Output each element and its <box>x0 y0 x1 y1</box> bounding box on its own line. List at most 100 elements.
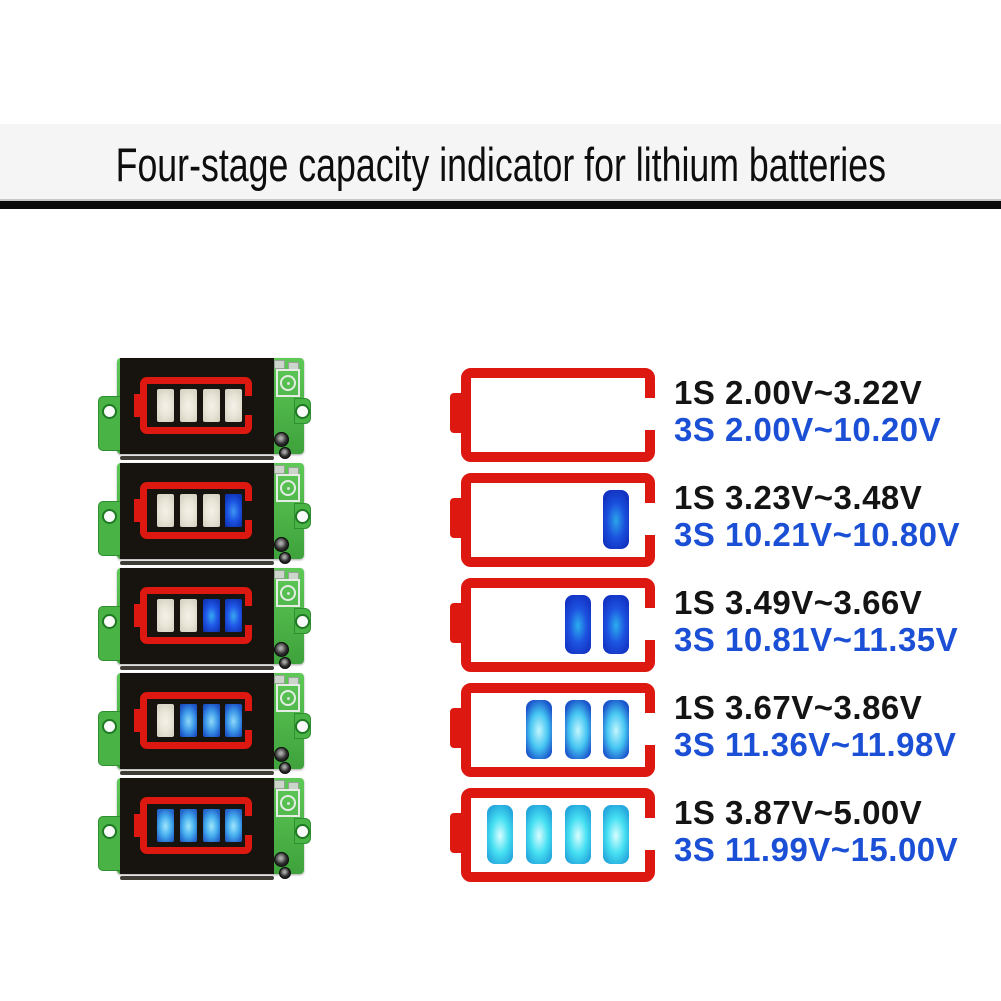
battery-terminal-icon <box>134 604 141 627</box>
solder-pad <box>274 780 285 789</box>
mode-button <box>276 474 300 502</box>
battery-outline-opening <box>244 396 253 415</box>
battery-segment-lit <box>603 700 629 759</box>
battery-terminal-icon <box>450 498 463 538</box>
battery-segment-unlit <box>225 389 242 422</box>
button-cap-icon <box>280 585 296 601</box>
battery-outline-icon <box>134 692 253 749</box>
battery-segment-lit <box>203 809 220 842</box>
battery-segment-lit <box>225 704 242 737</box>
battery-segment-lit <box>203 704 220 737</box>
battery-segment-lit <box>487 805 513 864</box>
pcb-module-photo <box>98 777 311 881</box>
battery-segment-unlit <box>180 389 197 422</box>
battery-terminal-icon <box>134 814 141 837</box>
mounting-hole-icon <box>295 404 310 419</box>
battery-outline-icon <box>134 482 253 539</box>
battery-outline-opening <box>644 713 656 745</box>
mounting-tab-left <box>98 606 121 661</box>
battery-segment-unlit <box>157 704 174 737</box>
voltage-labels: 1S 3.49V~3.66V 3S 10.81V~11.35V <box>674 584 994 658</box>
mounting-tab-left <box>98 501 121 556</box>
voltage-1s-label: 1S 3.87V~5.00V <box>674 794 923 831</box>
battery-terminal-icon <box>134 499 141 522</box>
mounting-hole-icon <box>295 824 310 839</box>
solder-joint-icon <box>274 432 289 447</box>
battery-segment-lit <box>225 809 242 842</box>
solder-pad <box>274 360 285 369</box>
battery-terminal-icon <box>134 709 141 732</box>
battery-segment-lit <box>603 595 629 654</box>
mounting-tab-right <box>294 398 311 424</box>
voltage-1s-label: 1S 3.67V~3.86V <box>674 689 923 726</box>
mounting-tab-left <box>98 711 121 766</box>
battery-stage-diagram <box>450 368 656 462</box>
voltage-3s-label: 3S 10.21V~10.80V <box>674 516 960 553</box>
voltage-3s-label: 3S 10.81V~11.35V <box>674 621 959 658</box>
battery-segment-unlit <box>180 599 197 632</box>
solder-joint-icon <box>274 747 289 762</box>
solder-joint-icon <box>279 657 291 669</box>
battery-segment-unlit <box>203 389 220 422</box>
battery-outline-opening <box>244 501 253 520</box>
voltage-1s-label: 1S 3.23V~3.48V <box>674 479 923 516</box>
battery-segment-lit <box>157 809 174 842</box>
solder-joint-icon <box>279 552 291 564</box>
battery-segment-unlit <box>157 494 174 527</box>
button-dot-icon <box>286 381 290 385</box>
battery-outline-opening <box>244 606 253 625</box>
photo-shadow <box>120 666 274 670</box>
voltage-3s-label: 3S 11.36V~11.98V <box>674 726 957 763</box>
solder-pad <box>274 570 285 579</box>
pcb-module-photo <box>98 462 311 566</box>
battery-terminal-icon <box>134 394 141 417</box>
battery-outline-icon <box>134 377 253 434</box>
battery-segment-lit <box>526 700 552 759</box>
battery-outline-opening <box>644 818 656 850</box>
solder-joint-icon <box>279 867 291 879</box>
battery-segment-lit <box>203 599 220 632</box>
voltage-1s-label: 1S 2.00V~3.22V <box>674 374 923 411</box>
solder-pad <box>274 465 285 474</box>
mounting-hole-icon <box>102 614 117 629</box>
solder-joint-icon <box>279 447 291 459</box>
display-panel <box>120 358 274 454</box>
mounting-tab-right <box>294 818 311 844</box>
battery-stage-diagram <box>450 683 656 777</box>
battery-stage-diagram <box>450 473 656 567</box>
mounting-hole-icon <box>295 719 310 734</box>
voltage-3s-label: 3S 2.00V~10.20V <box>674 411 942 448</box>
battery-terminal-icon <box>450 393 463 433</box>
button-cap-icon <box>280 480 296 496</box>
battery-segment-lit <box>526 805 552 864</box>
photo-shadow <box>120 561 274 565</box>
battery-outline-opening <box>644 503 656 535</box>
battery-outline-icon <box>134 797 253 854</box>
battery-segment-lit <box>565 805 591 864</box>
mounting-hole-icon <box>102 509 117 524</box>
mounting-tab-left <box>98 816 121 871</box>
mounting-hole-icon <box>102 719 117 734</box>
voltage-labels: 1S 2.00V~3.22V 3S 2.00V~10.20V <box>674 374 994 448</box>
button-cap-icon <box>280 375 296 391</box>
button-dot-icon <box>286 486 290 490</box>
battery-segment-unlit <box>157 599 174 632</box>
battery-segment-lit <box>180 809 197 842</box>
page-title: Four-stage capacity indicator for lithiu… <box>115 138 886 191</box>
battery-outline-opening <box>244 816 253 835</box>
pcb-module-photo <box>98 672 311 776</box>
battery-outline-opening <box>244 711 253 730</box>
mode-button <box>276 579 300 607</box>
battery-segment-lit <box>603 805 629 864</box>
battery-segment-lit <box>225 494 242 527</box>
mounting-tab-right <box>294 503 311 529</box>
button-cap-icon <box>280 690 296 706</box>
solder-joint-icon <box>274 537 289 552</box>
battery-segment-lit <box>225 599 242 632</box>
battery-segment-unlit <box>203 494 220 527</box>
battery-segment-lit <box>565 700 591 759</box>
mode-button <box>276 684 300 712</box>
mounting-hole-icon <box>295 614 310 629</box>
solder-joint-icon <box>279 762 291 774</box>
